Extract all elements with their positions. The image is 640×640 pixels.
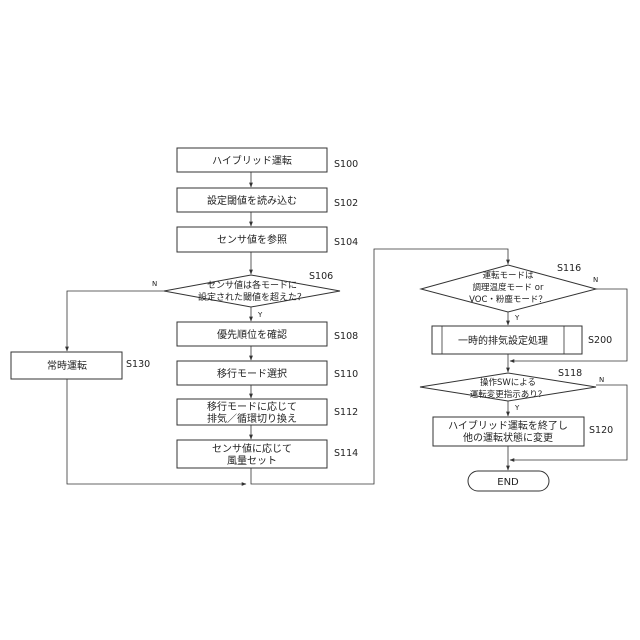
decision-s116: 運転モードは 調理温度モード or VOC・粉塵モード？ S116 Y N: [421, 263, 598, 322]
decision-s116-line3: VOC・粉塵モード？: [469, 294, 547, 305]
step-s102-text: 設定閾値を読み込む: [207, 194, 297, 207]
decision-s106-line1: センサ値は各モードに: [207, 279, 297, 291]
step-s104: センサ値を参照 S104: [177, 227, 358, 252]
decision-s116-line2: 調理温度モード or: [473, 282, 544, 293]
decision-s106-code: S106: [309, 271, 333, 282]
step-s110-code: S110: [334, 369, 358, 380]
step-s200-code: S200: [588, 335, 612, 346]
decision-s116-line1: 運転モードは: [482, 271, 534, 281]
step-s200-text: 一時的排気設定処理: [458, 334, 548, 347]
step-s104-text: センサ値を参照: [217, 233, 287, 246]
step-s112-code: S112: [334, 407, 358, 418]
decision-s118-line1: 操作SWによる: [480, 377, 536, 388]
step-s112-line2: 排気／循環切り換え: [207, 412, 297, 425]
step-s130-text: 常時運転: [47, 359, 87, 372]
step-s114-code: S114: [334, 448, 358, 459]
step-s102: 設定閾値を読み込む S102: [177, 188, 358, 212]
step-s112: 移行モードに応じて 排気／循環切り換え S112: [177, 399, 358, 425]
decision-s116-yes: Y: [514, 314, 520, 322]
step-s114: センサ値に応じて 風量セット S114: [177, 440, 358, 468]
decision-s118-line2: 運転変更指示あり？: [470, 389, 547, 400]
step-s200: 一時的排気設定処理 S200: [432, 326, 612, 354]
step-s130-code: S130: [126, 359, 150, 370]
decision-s106-line2: 設定された閾値を超えた？: [198, 291, 306, 303]
step-s104-code: S104: [334, 237, 358, 248]
decision-s116-no: N: [593, 276, 598, 284]
step-s120-code: S120: [589, 425, 613, 436]
step-s130: 常時運転 S130: [11, 352, 150, 379]
step-s100-text: ハイブリッド運転: [212, 154, 292, 167]
step-s108-text: 優先順位を確認: [217, 328, 287, 341]
end-terminal: END: [468, 471, 549, 491]
decision-s118: 操作SWによる 運転変更指示あり？ S118 Y N: [420, 368, 604, 412]
decision-s118-code: S118: [558, 368, 582, 379]
step-s102-code: S102: [334, 198, 358, 209]
step-s120-line1: ハイブリッド運転を終了し: [448, 419, 568, 432]
step-s110-text: 移行モード選択: [217, 367, 287, 380]
decision-s106-yes: Y: [257, 311, 263, 319]
step-s120: ハイブリッド運転を終了し 他の運転状態に変更 S120: [433, 417, 613, 446]
step-s100-code: S100: [334, 159, 358, 170]
step-s108: 優先順位を確認 S108: [177, 322, 358, 346]
decision-s118-yes: Y: [514, 404, 520, 412]
decision-s106-no: N: [152, 280, 157, 288]
step-s114-line2: 風量セット: [227, 455, 277, 467]
step-s112-line1: 移行モードに応じて: [207, 400, 297, 413]
decision-s116-code: S116: [557, 263, 581, 274]
end-text: END: [497, 477, 519, 488]
step-s114-line1: センサ値に応じて: [212, 442, 292, 455]
step-s100: ハイブリッド運転 S100: [177, 148, 358, 172]
step-s108-code: S108: [334, 331, 358, 342]
decision-s106: センサ値は各モードに 設定された閾値を超えた？ S106 Y N: [152, 271, 340, 319]
step-s110: 移行モード選択 S110: [177, 361, 358, 385]
step-s120-line2: 他の運転状態に変更: [463, 431, 553, 444]
decision-s118-no: N: [599, 376, 604, 384]
